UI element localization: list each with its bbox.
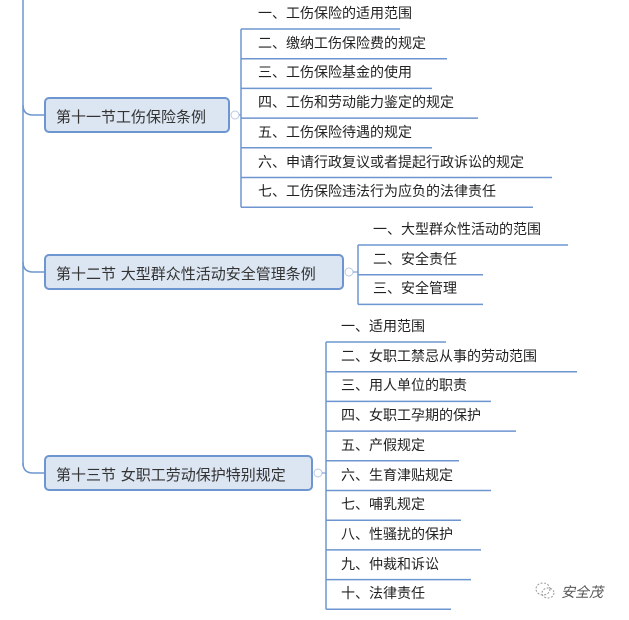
section-node[interactable]: 第十一节工伤保险条例 xyxy=(44,97,230,133)
topic-item[interactable]: 四、工伤和劳动能力鉴定的规定 xyxy=(258,95,454,112)
trunk-branch xyxy=(22,261,44,273)
topic-item[interactable]: 八、性骚扰的保护 xyxy=(341,526,453,543)
topic-item[interactable]: 三、安全管理 xyxy=(373,281,457,298)
collapse-toggle-icon[interactable] xyxy=(344,267,354,277)
topic-item[interactable]: 五、产假规定 xyxy=(341,437,425,454)
topic-item[interactable]: 二、女职工禁忌从事的劳动范围 xyxy=(341,348,537,365)
wechat-icon xyxy=(535,582,555,599)
topic-item[interactable]: 一、工伤保险的适用范围 xyxy=(258,6,412,22)
topic-item[interactable]: 一、大型群众性活动的范围 xyxy=(373,222,541,238)
watermark-text: 安全茂 xyxy=(561,585,603,601)
topic-item[interactable]: 九、仲裁和诉讼 xyxy=(341,556,439,573)
topic-item[interactable]: 十、法律责任 xyxy=(341,586,425,603)
topic-item[interactable]: 六、申请行政复议或者提起行政诉讼的规定 xyxy=(258,154,524,171)
collapse-toggle-icon[interactable] xyxy=(230,110,240,120)
topic-item[interactable]: 五、工伤保险待遇的规定 xyxy=(258,124,412,141)
collapse-toggle-icon[interactable] xyxy=(313,468,323,478)
topic-item[interactable]: 三、工伤保险基金的使用 xyxy=(258,65,412,82)
section-node[interactable]: 第十三节 女职工劳动保护特别规定 xyxy=(44,455,313,491)
watermark: 安全茂 xyxy=(535,582,603,602)
trunk-branch xyxy=(22,104,44,116)
topic-item[interactable]: 七、工伤保险违法行为应负的法律责任 xyxy=(258,184,496,201)
topic-item[interactable]: 四、女职工孕期的保护 xyxy=(341,408,481,425)
topic-item[interactable]: 三、用人单位的职责 xyxy=(341,378,467,395)
trunk-branch xyxy=(22,462,44,474)
topic-item[interactable]: 二、缴纳工伤保险费的规定 xyxy=(258,35,426,52)
topic-item[interactable]: 一、适用范围 xyxy=(341,319,425,335)
topic-item[interactable]: 七、哺乳规定 xyxy=(341,497,425,514)
topic-item[interactable]: 六、生育津贴规定 xyxy=(341,467,453,484)
section-node[interactable]: 第十二节 大型群众性活动安全管理条例 xyxy=(44,254,344,290)
topic-item[interactable]: 二、安全责任 xyxy=(373,251,457,268)
